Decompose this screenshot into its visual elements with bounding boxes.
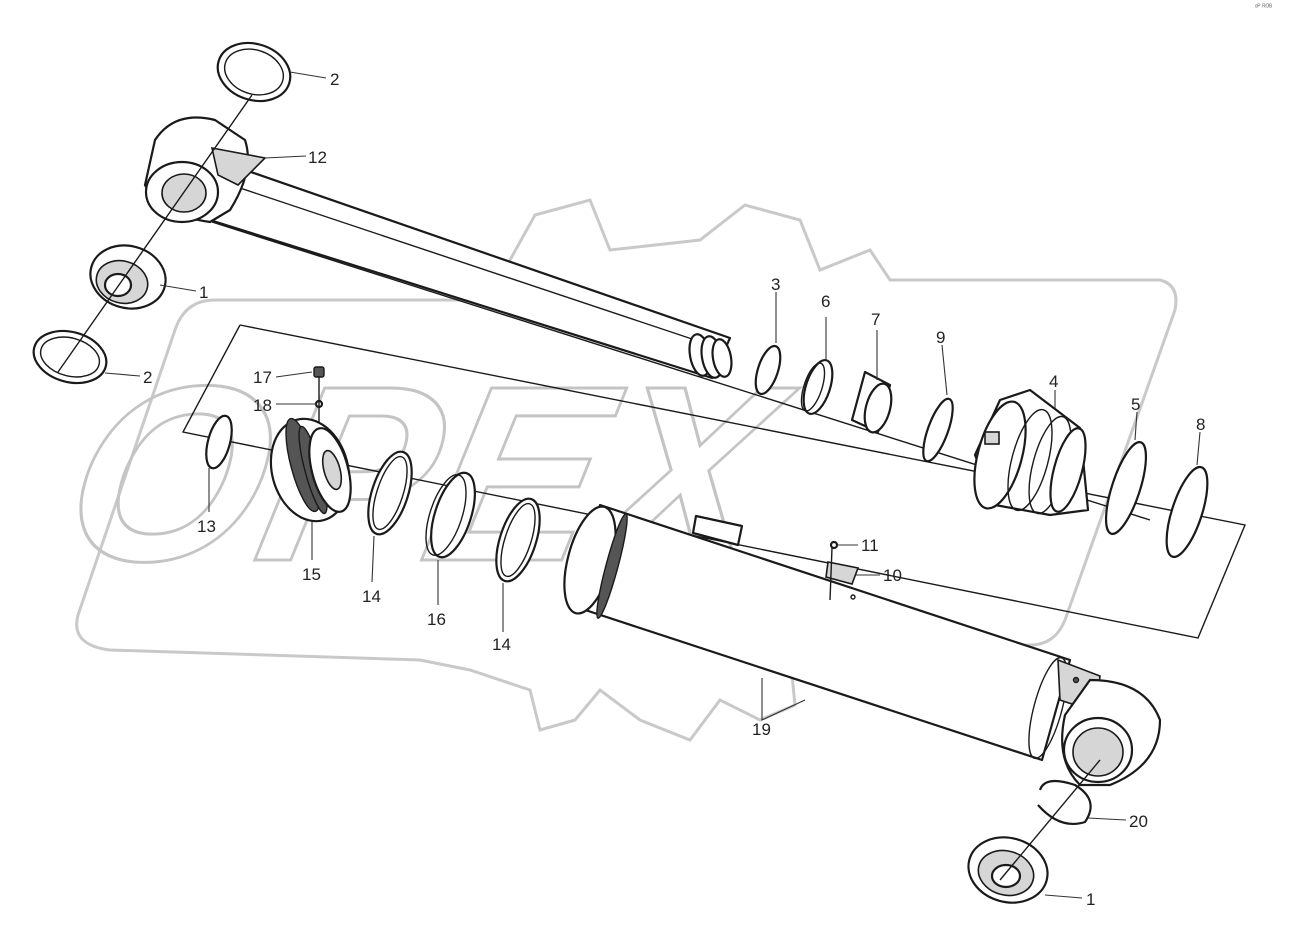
callout-1-lower: 1 [1086, 890, 1095, 909]
leader-lines [104, 71, 1201, 899]
part-12-piston-rod [143, 116, 733, 380]
part-10-11-plug [825, 540, 860, 601]
part-14-ring-b [495, 497, 541, 583]
callout-5: 5 [1131, 395, 1140, 414]
callout-2-lower: 2 [143, 368, 152, 387]
part-1-top-bearing [89, 244, 167, 310]
part-14-ring-a [367, 450, 413, 536]
callout-7: 7 [871, 310, 880, 329]
part-13-oring [205, 414, 233, 470]
callout-16: 16 [427, 610, 446, 629]
callout-18: 18 [253, 396, 272, 415]
part-2-lower-ring [32, 329, 108, 385]
callout-8: 8 [1196, 415, 1205, 434]
callout-2-top: 2 [330, 70, 339, 89]
callout-10: 10 [883, 566, 902, 585]
part-5-backup-ring [1104, 441, 1148, 535]
callout-3: 3 [771, 275, 780, 294]
callout-9: 9 [936, 328, 945, 347]
callout-12: 12 [308, 148, 327, 167]
part-4-gland [973, 388, 1090, 517]
part-3-oring [754, 344, 782, 396]
callout-6: 6 [821, 292, 830, 311]
corner-mark: ᵒᴾ ᴿᴼᴮ [1254, 4, 1272, 11]
part-9-oring [922, 397, 954, 463]
callout-17: 17 [253, 368, 272, 387]
callout-4: 4 [1049, 372, 1058, 391]
part-15-piston [269, 417, 352, 523]
part-6-seal [800, 359, 834, 415]
part-2-top-ring [216, 41, 292, 103]
part-19-cylinder-tube [563, 503, 1162, 787]
callout-20: 20 [1129, 812, 1148, 831]
part-16-wear-ring [425, 471, 476, 559]
callout-14-a: 14 [362, 587, 381, 606]
callout-13: 13 [197, 517, 216, 536]
callout-labels: 2 12 1 2 17 18 13 15 14 16 14 3 6 7 9 4 … [143, 70, 1205, 909]
callout-11: 11 [861, 536, 879, 555]
part-7-bushing [850, 370, 893, 434]
callout-1-top: 1 [199, 283, 208, 302]
callout-15: 15 [302, 565, 321, 584]
callout-14-b: 14 [492, 635, 511, 654]
callout-19: 19 [752, 720, 771, 739]
part-8-oring [1165, 465, 1209, 559]
